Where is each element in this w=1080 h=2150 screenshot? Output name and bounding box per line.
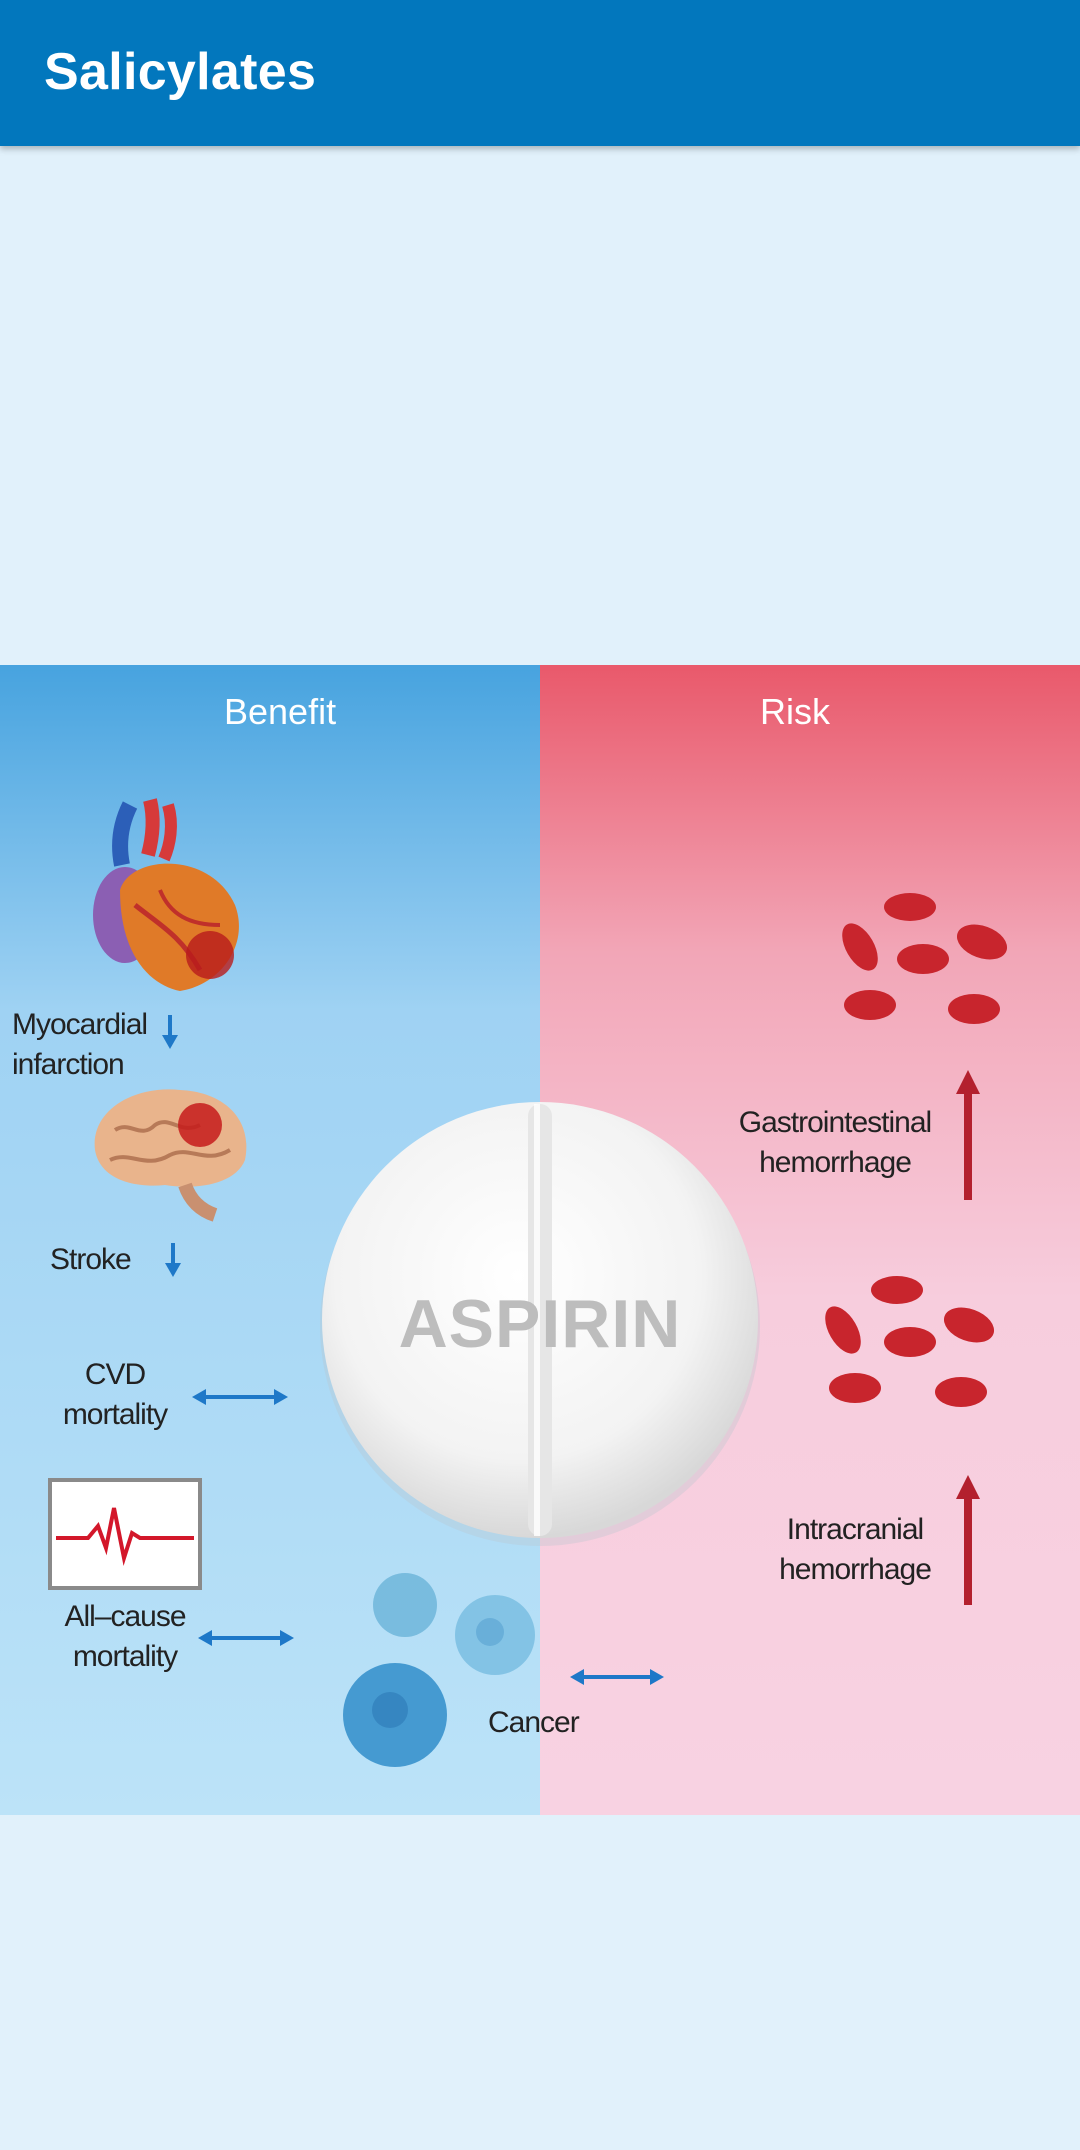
label-myocardial-infarction: Myocardial infarction	[12, 1008, 148, 1081]
decrease-arrow-icon	[165, 1243, 181, 1277]
benefit-header: Benefit	[224, 691, 337, 732]
label-cancer: Cancer	[488, 1706, 580, 1739]
no-change-arrow-icon	[198, 1630, 294, 1646]
label-stroke: Stroke	[50, 1243, 132, 1276]
heart-icon	[93, 798, 239, 991]
brain-icon	[94, 1089, 247, 1222]
label-intracranial-hemorrhage: Intracranial hemorrhage	[779, 1513, 932, 1586]
decrease-arrow-icon	[162, 1015, 178, 1049]
pill-label: ASPIRIN	[398, 1286, 682, 1362]
label-all-cause-mortality: All–cause mortality	[64, 1600, 186, 1673]
aspirin-pill-icon	[320, 1102, 760, 1546]
risk-header: Risk	[760, 691, 830, 732]
increase-arrow-icon	[956, 1475, 980, 1605]
page-title: Salicylates	[44, 43, 317, 101]
no-change-arrow-icon	[192, 1389, 288, 1405]
app-bar: Salicylates	[0, 0, 1080, 146]
blood-cells-icon	[825, 1276, 995, 1407]
label-gastrointestinal-hemorrhage: Gastrointestinal hemorrhage	[738, 1106, 932, 1179]
aspirin-benefit-risk-figure: Benefit Risk Myocardial infarction Strok…	[0, 665, 1080, 1815]
no-change-arrow-icon	[570, 1669, 664, 1685]
blood-cells-icon	[842, 893, 1008, 1024]
ecg-monitor-icon	[48, 1478, 202, 1590]
label-cvd-mortality: CVD mortality	[62, 1358, 168, 1431]
cancer-cells-icon	[343, 1573, 535, 1767]
increase-arrow-icon	[956, 1070, 980, 1200]
